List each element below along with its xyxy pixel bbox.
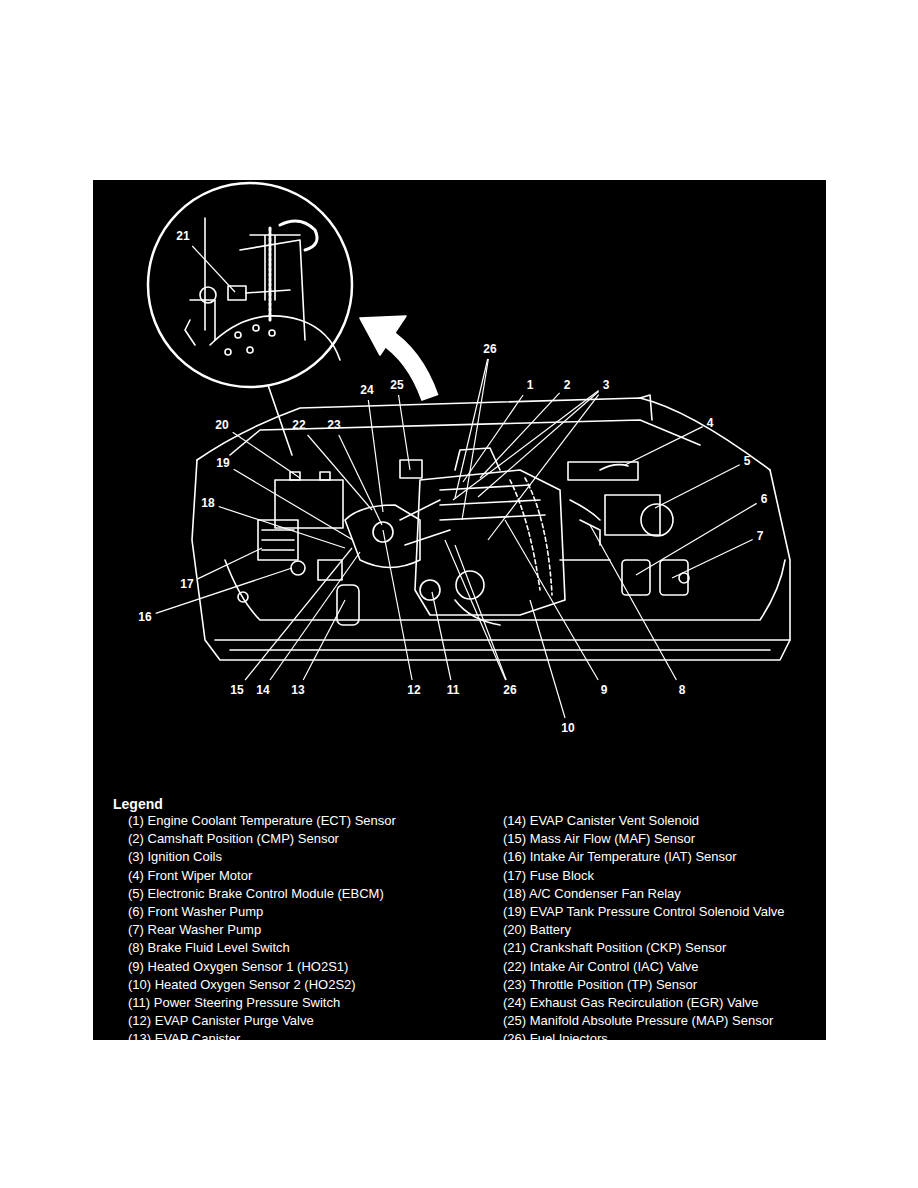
leader-line: [219, 507, 345, 548]
legend-entry: (6) Front Washer Pump: [128, 905, 263, 918]
leader-line: [505, 520, 598, 680]
leader-line: [303, 600, 345, 680]
callout-number: 5: [743, 454, 752, 468]
callout-number: 26: [482, 342, 497, 356]
legend-entry: (12) EVAP Canister Purge Valve: [128, 1014, 314, 1027]
leader-line: [453, 391, 599, 500]
legend-entry: (18) A/C Condenser Fan Relay: [503, 887, 681, 900]
leader-line: [308, 435, 372, 510]
leader-line: [192, 246, 235, 292]
callout-number: 19: [215, 456, 230, 470]
legend-entry: (9) Heated Oxygen Sensor 1 (HO2S1): [128, 960, 348, 973]
legend-entry: (20) Battery: [503, 923, 571, 936]
leader-line: [234, 469, 353, 540]
legend-entry: (22) Intake Air Control (IAC) Valve: [503, 960, 699, 973]
callout-number: 3: [602, 378, 611, 392]
callout-number: 24: [359, 383, 374, 397]
callout-number: 10: [560, 721, 575, 735]
legend-heading: Legend: [113, 797, 163, 811]
leader-line: [672, 540, 753, 578]
legend-entry: (13) EVAP Canister: [128, 1032, 240, 1045]
callout-number: 7: [756, 529, 765, 543]
leader-line: [655, 465, 740, 508]
leader-line: [590, 525, 676, 680]
leader-line: [463, 395, 523, 482]
legend-entry: (19) EVAP Tank Pressure Control Solenoid…: [503, 905, 785, 918]
leader-line: [488, 395, 599, 540]
leader-line: [478, 391, 599, 497]
legend-entry: (15) Mass Air Flow (MAF) Sensor: [503, 832, 695, 845]
callout-number: 6: [760, 492, 769, 506]
legend-entry: (4) Front Wiper Motor: [128, 869, 252, 882]
legend-entry: (7) Rear Washer Pump: [128, 923, 261, 936]
callout-number: 22: [291, 418, 306, 432]
callout-number: 16: [137, 610, 152, 624]
callout-number: 11: [446, 683, 461, 697]
callout-number: 20: [214, 418, 229, 432]
callout-number: 21: [175, 229, 190, 243]
leader-line: [636, 503, 757, 575]
callout-number: 23: [326, 418, 341, 432]
callout-number: 4: [706, 416, 715, 430]
legend-entry: (8) Brake Fluid Level Switch: [128, 941, 290, 954]
leader-line: [233, 432, 300, 478]
callout-number: 15: [229, 683, 244, 697]
leader-line: [432, 592, 451, 680]
legend-entry: (16) Intake Air Temperature (IAT) Sensor: [503, 850, 737, 863]
leader-line: [368, 400, 383, 512]
legend-entry: (3) Ignition Coils: [128, 850, 222, 863]
leader-line: [445, 540, 506, 680]
callout-number: 9: [600, 683, 609, 697]
callout-number: 25: [389, 378, 404, 392]
leader-line: [198, 548, 262, 579]
legend-entry: (2) Camshaft Position (CMP) Sensor: [128, 832, 339, 845]
legend-entry: (23) Throttle Position (TP) Sensor: [503, 978, 697, 991]
legend-entry: (10) Heated Oxygen Sensor 2 (HO2S2): [128, 978, 356, 991]
legend-entry: (17) Fuse Block: [503, 869, 594, 882]
leader-line: [245, 548, 352, 680]
legend-entry: (25) Manifold Absolute Pressure (MAP) Se…: [503, 1014, 773, 1027]
legend-entry: (21) Crankshaft Position (CKP) Sensor: [503, 941, 726, 954]
callout-number: 12: [406, 683, 421, 697]
callout-number: 18: [200, 496, 215, 510]
legend-entry: (5) Electronic Brake Control Module (EBC…: [128, 887, 384, 900]
leader-line: [625, 427, 703, 465]
callout-number: 14: [255, 683, 270, 697]
callout-number: 1: [526, 378, 535, 392]
legend-entry: (24) Exhaust Gas Recirculation (EGR) Val…: [503, 996, 759, 1009]
leader-line: [270, 552, 360, 680]
leader-line: [399, 395, 410, 470]
leader-line: [455, 545, 506, 680]
callout-number: 17: [179, 577, 194, 591]
callout-number: 26: [502, 683, 517, 697]
leader-line: [530, 600, 565, 718]
legend-entry: (1) Engine Coolant Temperature (ECT) Sen…: [128, 814, 396, 827]
legend-entry: (26) Fuel Injectors: [503, 1032, 608, 1045]
leader-line: [462, 359, 488, 520]
leader-line: [339, 435, 382, 525]
callout-number: 8: [678, 683, 687, 697]
legend-entry: (14) EVAP Canister Vent Solenoid: [503, 814, 699, 827]
legend-entry: (11) Power Steering Pressure Switch: [128, 996, 340, 1009]
callout-number: 13: [290, 683, 305, 697]
leader-line: [383, 530, 412, 680]
leader-line: [156, 568, 292, 613]
callout-number: 2: [563, 378, 572, 392]
